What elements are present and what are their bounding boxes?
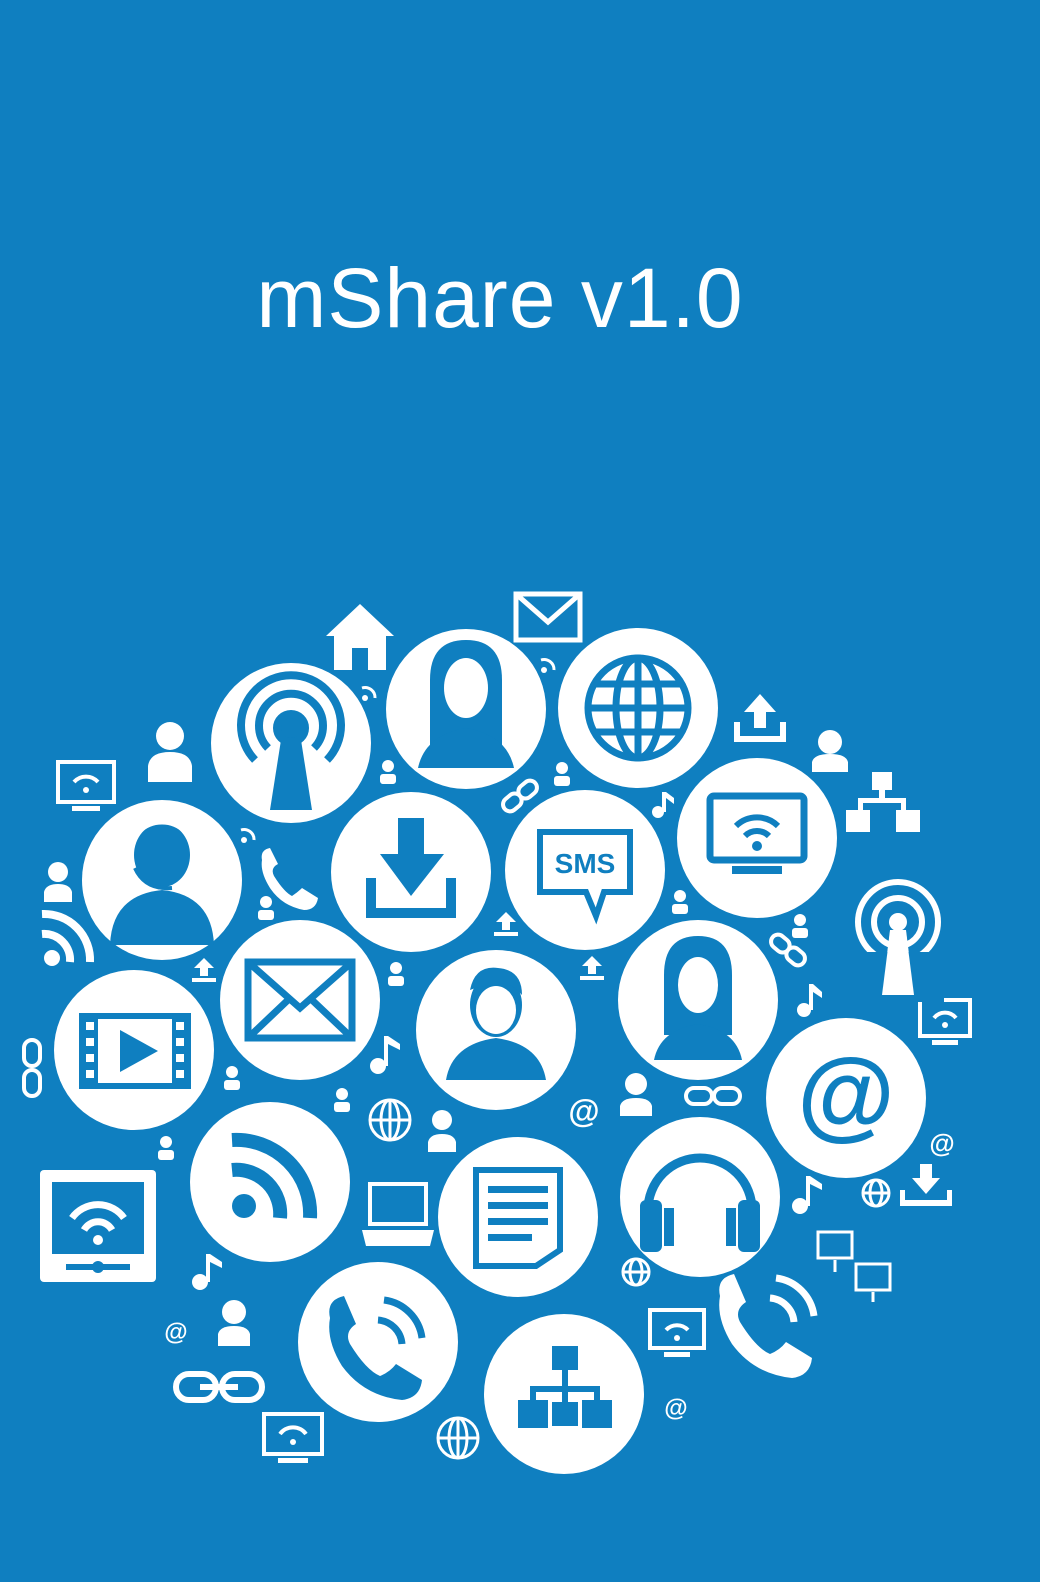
right-edge-strip bbox=[1040, 0, 1050, 1582]
phone-circle bbox=[298, 1262, 458, 1422]
home-icon bbox=[326, 604, 394, 670]
monitor-wifi-icon bbox=[706, 792, 808, 874]
at-sign-icon: @ bbox=[797, 1038, 895, 1150]
rss-icon bbox=[231, 1132, 318, 1219]
document-circle bbox=[438, 1137, 598, 1297]
music-note-icon bbox=[192, 792, 822, 1290]
svg-text:@: @ bbox=[797, 1038, 895, 1150]
phone-icon bbox=[261, 848, 818, 1378]
network-icon bbox=[846, 772, 920, 832]
man-avatar-icon bbox=[446, 967, 546, 1080]
sms-bubble-icon: SMS bbox=[537, 829, 633, 925]
headphones-circle bbox=[620, 1117, 780, 1277]
page-title: mShare v1.0 bbox=[256, 251, 744, 345]
wifi-icon bbox=[240, 658, 556, 843]
svg-text:@: @ bbox=[164, 1319, 187, 1346]
monitor-circle bbox=[677, 758, 837, 918]
link-icon bbox=[22, 778, 807, 1403]
headphones-icon bbox=[640, 1153, 760, 1252]
network-icon bbox=[518, 1346, 612, 1428]
upload-icon bbox=[734, 694, 786, 742]
svg-text:@: @ bbox=[568, 1093, 599, 1129]
at-circle bbox=[766, 1018, 926, 1178]
icon-cluster: SMS bbox=[0, 560, 1040, 1582]
sms-label: SMS bbox=[555, 848, 616, 879]
woman-avatar-icon bbox=[418, 640, 514, 768]
video-icon bbox=[79, 1013, 191, 1089]
globe-icon bbox=[584, 654, 692, 762]
network-icon bbox=[816, 1230, 892, 1302]
download-icon bbox=[366, 818, 456, 918]
document-icon bbox=[473, 1167, 563, 1269]
monitor-wifi-icon bbox=[56, 760, 972, 1463]
broadcast-icon bbox=[852, 879, 944, 1002]
svg-text:@: @ bbox=[664, 1395, 687, 1422]
upload-icon bbox=[192, 912, 604, 982]
broadcast-icon bbox=[237, 671, 345, 810]
woman-avatar-icon bbox=[654, 936, 742, 1060]
envelope-icon bbox=[513, 591, 583, 643]
mail-circle bbox=[220, 920, 380, 1080]
user-icon bbox=[44, 722, 848, 1346]
phone-icon bbox=[329, 1296, 426, 1400]
rss-icon bbox=[41, 909, 95, 966]
svg-text:@: @ bbox=[929, 1128, 954, 1158]
at-sign-icon: @ @ @ @ bbox=[164, 1093, 954, 1422]
tablet-wifi-icon bbox=[40, 1170, 156, 1282]
support-agent-icon bbox=[110, 821, 214, 945]
laptop-icon bbox=[362, 1182, 434, 1246]
user-icon bbox=[158, 760, 808, 1160]
globe-icon bbox=[368, 1098, 891, 1460]
envelope-icon bbox=[244, 958, 356, 1042]
download-icon bbox=[900, 1164, 952, 1206]
